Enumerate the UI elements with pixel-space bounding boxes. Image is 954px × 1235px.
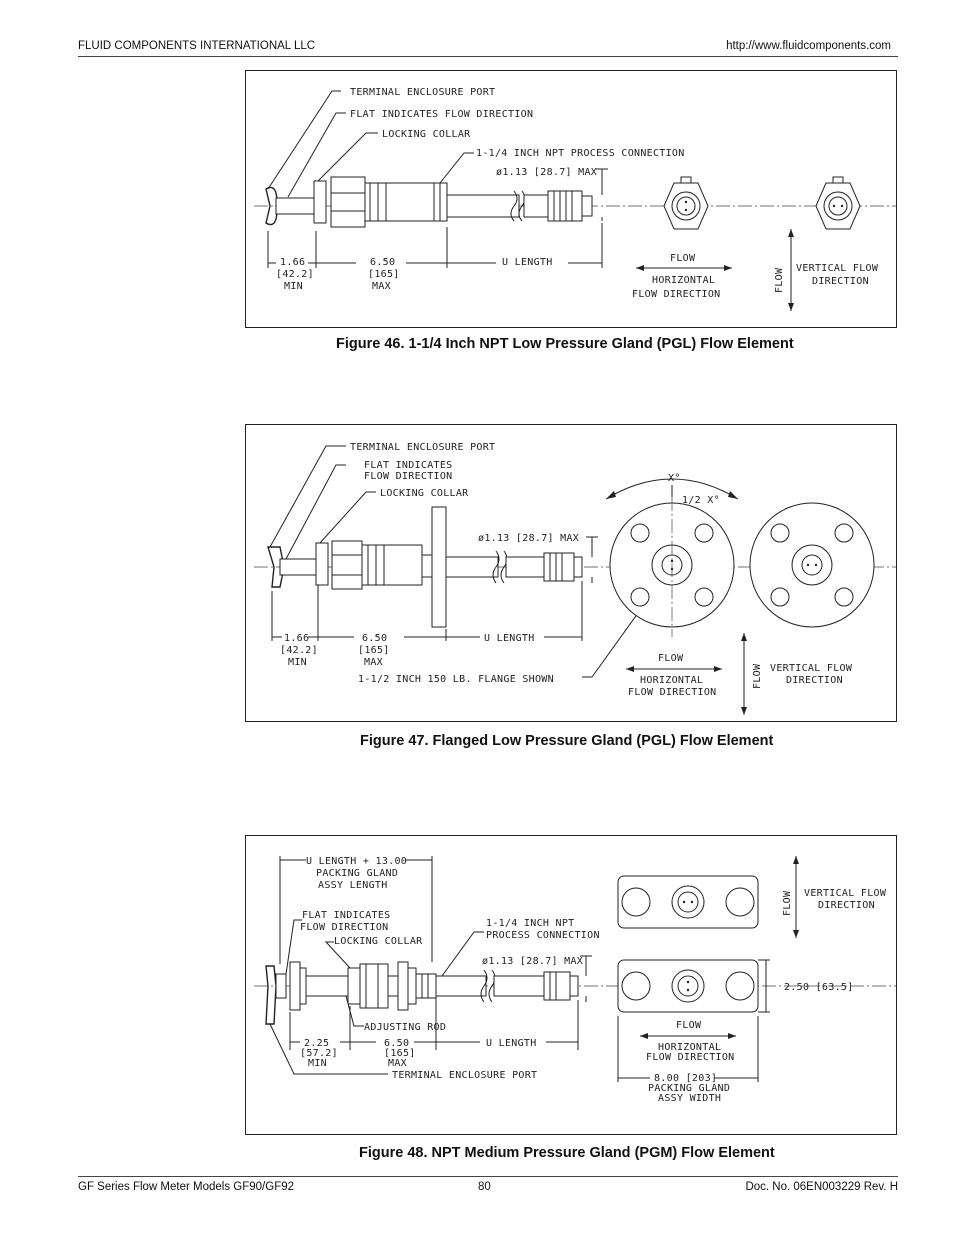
locking-collar-shape [313, 180, 327, 224]
label-terminal-port: TERMINAL ENCLOSURE PORT [392, 1070, 537, 1081]
assy-width-1: 8.00 [203] [654, 1073, 717, 1084]
dim2-value: 6.50 [370, 257, 395, 268]
u-length: U LENGTH [502, 257, 553, 268]
flow-vertical-label: FLOW [752, 663, 763, 689]
dim2-note: MAX [364, 657, 383, 668]
dim2-mm: [165] [368, 269, 400, 280]
label-flat-indicates-2: FLOW DIRECTION [300, 922, 389, 933]
label-flat-indicates-2: FLOW DIRECTION [364, 471, 453, 482]
horizontal-label: HORIZONTAL [640, 675, 703, 686]
dim1-note: MIN [288, 657, 307, 668]
header-rule [78, 56, 898, 57]
label-x: X° [668, 473, 681, 484]
caption-figure-47: Figure 47. Flanged Low Pressure Gland (P… [360, 733, 774, 749]
insertion-pipe [446, 194, 520, 218]
header-url[interactable]: http://www.fluidcomponents.com [726, 40, 891, 52]
hex-nut [330, 176, 366, 228]
width-dim-label: 2.50 [63.5] [784, 982, 854, 993]
dim1-note: MIN [284, 281, 303, 292]
caption-figure-46: Figure 46. 1-1/4 Inch NPT Low Pressure G… [336, 336, 794, 352]
dim2-value: 6.50 [384, 1038, 409, 1049]
flow-vertical-label: FLOW [774, 267, 785, 293]
header-company: FLUID COMPONENTS INTERNATIONAL LLC [78, 40, 316, 52]
gland-body [364, 182, 448, 222]
dim1-mm: [42.2] [280, 645, 318, 656]
assy-width-2: PACKING GLAND [648, 1083, 730, 1094]
dim2-mm: [165] [384, 1048, 416, 1059]
label-flat-indicates-1: FLAT INDICATES [364, 460, 453, 471]
dim2-note: MAX [388, 1058, 407, 1069]
flow-label: FLOW [670, 253, 696, 264]
flow-label: FLOW [676, 1020, 702, 1031]
label-flat-indicates-1: FLAT INDICATES [302, 910, 391, 921]
sensor-head [547, 190, 583, 222]
dim2-value: 6.50 [362, 633, 387, 644]
flow-vertical-label: FLOW [782, 890, 793, 916]
label-locking-collar: LOCKING COLLAR [334, 936, 423, 947]
label-diameter: ø1.13 [28.7] MAX [482, 956, 583, 967]
direction-label: DIRECTION [812, 276, 869, 287]
vertical-flow-label: VERTICAL FLOW [796, 263, 879, 274]
footer-page-number: 80 [478, 1181, 491, 1193]
u-length: U LENGTH [484, 633, 535, 644]
label-terminal-port: TERMINAL ENCLOSURE PORT [350, 442, 495, 453]
label-assy-length: ASSY LENGTH [318, 880, 388, 891]
vertical-flow-label: VERTICAL FLOW [804, 888, 887, 899]
figure-46-svg: TERMINAL ENCLOSURE PORT FLAT INDICATES F… [254, 87, 896, 311]
assy-width-3: ASSY WIDTH [658, 1093, 721, 1104]
footer-model: GF Series Flow Meter Models GF90/GF92 [78, 1181, 295, 1193]
footer-rule [78, 1176, 898, 1177]
horizontal-end-view [663, 176, 709, 230]
figure-46-drawing: TERMINAL ENCLOSURE PORT FLAT INDICATES F… [245, 70, 897, 328]
horizontal-gland-view [617, 959, 759, 1013]
label-diameter: ø1.13 [28.7] MAX [478, 533, 579, 544]
vertical-gland-view [617, 875, 759, 929]
dim2-note: MAX [372, 281, 391, 292]
label-locking-collar: LOCKING COLLAR [382, 129, 471, 140]
dim1-value: 1.66 [280, 257, 305, 268]
direction-label: DIRECTION [818, 900, 875, 911]
caption-figure-48: Figure 48. NPT Medium Pressure Gland (PG… [359, 1145, 775, 1161]
dim2-mm: [165] [358, 645, 390, 656]
label-npt-2: PROCESS CONNECTION [486, 930, 600, 941]
horizontal-label: HORIZONTAL [658, 1042, 721, 1053]
flow-direction-label: FLOW DIRECTION [646, 1052, 735, 1063]
flow-label: FLOW [658, 653, 684, 664]
direction-label: DIRECTION [786, 675, 843, 686]
label-diameter: ø1.13 [28.7] MAX [496, 167, 597, 178]
vertical-flange-view [749, 502, 875, 628]
dim1-note: MIN [308, 1058, 327, 1069]
label-npt-1: 1-1/4 INCH NPT [486, 918, 575, 929]
label-u-length-plus: U LENGTH + 13.00 [306, 856, 407, 867]
label-packing-gland: PACKING GLAND [316, 868, 398, 879]
dim1-mm: [42.2] [276, 269, 314, 280]
stem [275, 197, 315, 215]
flow-direction-label: FLOW DIRECTION [632, 289, 721, 300]
u-length: U LENGTH [486, 1038, 537, 1049]
label-process-connection: 1-1/4 INCH NPT PROCESS CONNECTION [476, 148, 685, 159]
flange-shown-label: 1-1/2 INCH 150 LB. FLANGE SHOWN [358, 674, 554, 685]
label-half-x: 1/2 X° [682, 495, 720, 506]
horizontal-label: HORIZONTAL [652, 275, 715, 286]
dim1-mm: [57.2] [300, 1048, 338, 1059]
label-locking-collar: LOCKING COLLAR [380, 488, 469, 499]
label-terminal-port: TERMINAL ENCLOSURE PORT [350, 87, 495, 98]
dim1-value: 2.25 [304, 1038, 329, 1049]
horizontal-flange-view [609, 497, 735, 637]
figure-48-svg: U LENGTH + 13.00 PACKING GLAND ASSY LENG… [254, 856, 896, 1104]
flange-side [431, 506, 447, 628]
figure-47-svg: TERMINAL ENCLOSURE PORT FLAT INDICATES F… [254, 442, 896, 715]
figure-48-drawing: U LENGTH + 13.00 PACKING GLAND ASSY LENG… [245, 835, 897, 1135]
vertical-flow-label: VERTICAL FLOW [770, 663, 853, 674]
label-adjusting-rod: ADJUSTING ROD [364, 1022, 446, 1033]
footer-doc-number: Doc. No. 06EN003229 Rev. H [745, 1181, 898, 1193]
vertical-end-view [815, 176, 861, 230]
dim1-value: 1.66 [284, 633, 309, 644]
figure-47-drawing: TERMINAL ENCLOSURE PORT FLAT INDICATES F… [245, 424, 897, 722]
label-flat-indicates: FLAT INDICATES FLOW DIRECTION [350, 109, 533, 120]
flow-direction-label: FLOW DIRECTION [628, 687, 717, 698]
